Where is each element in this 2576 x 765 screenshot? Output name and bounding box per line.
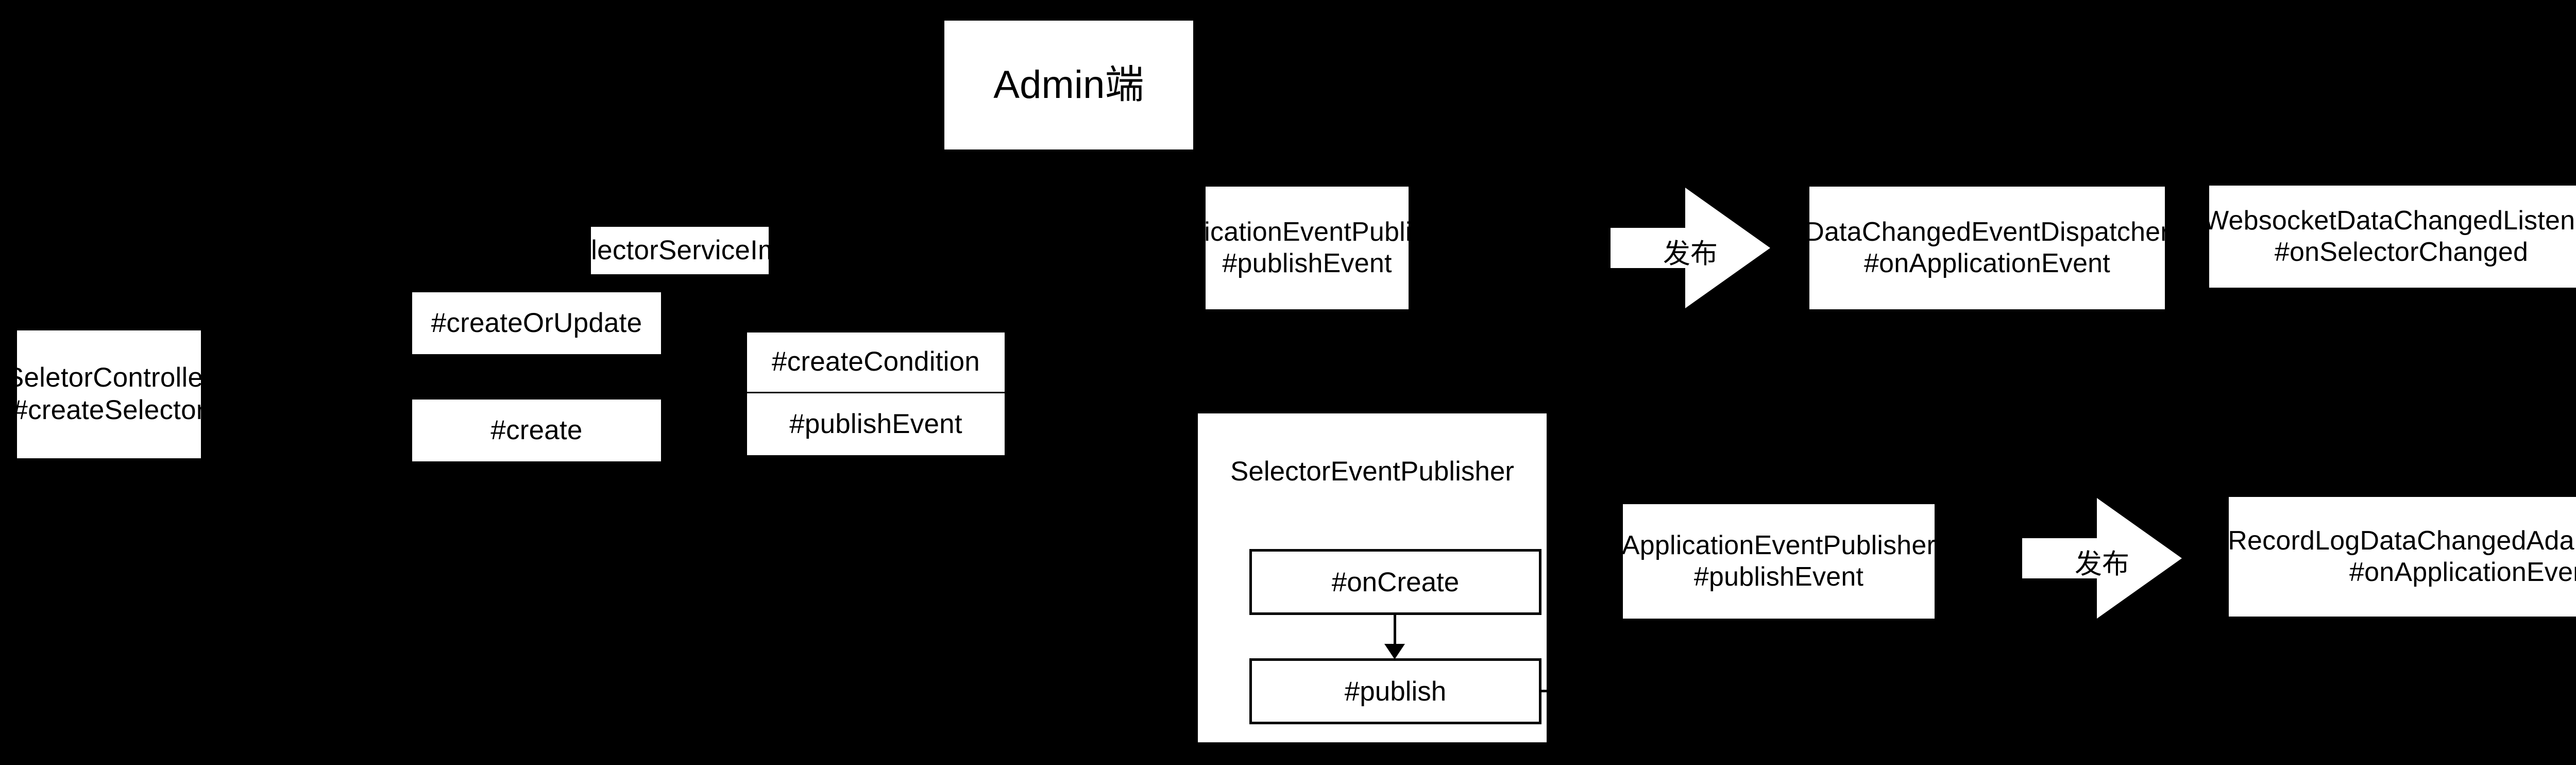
node-create: #create [412, 400, 661, 461]
node-on-create: #onCreate [1249, 549, 1541, 615]
node-record-log-data-changed-adapter-listener: RecordLogDataChangedAdapterListener #onA… [2228, 497, 2576, 617]
node-create-condition-label: #createCondition [772, 346, 980, 377]
node-publish: #publish [1249, 658, 1541, 724]
node-publish-event-service: #publishEvent [747, 393, 1005, 455]
node-create-condition: #createCondition [747, 332, 1005, 393]
publish-arrow-bottom-icon [2022, 498, 2182, 619]
node-selector-service-impl-label: SelectorServiceImpl [557, 235, 803, 265]
node-publish-label: #publish [1344, 676, 1447, 707]
node-create-label: #create [490, 414, 583, 445]
node-selector-service-impl: SelectorServiceImpl [557, 227, 802, 274]
node-application-event-publisher-bottom-class: ApplicationEventPublisher [1621, 530, 1936, 560]
node-application-event-publisher-top-method: #publishEvent [1222, 248, 1392, 278]
group-selector-event-publisher-title: SelectorEventPublisher [1230, 456, 1514, 487]
node-data-changed-event-dispatcher-class: DataChangedEventDispatcher [1805, 217, 2170, 247]
page-title: Admin端 [993, 63, 1144, 107]
node-websocket-data-changed-listener-class: WebsocketDataChangedListener [2204, 205, 2576, 236]
node-application-event-publisher-top: ApplicationEventPublisher #publishEvent [1150, 187, 1464, 309]
publish-arrow-top-icon [1611, 188, 1770, 308]
diagram-title-box: Admin端 [944, 21, 1193, 149]
node-record-log-data-changed-adapter-listener-class: RecordLogDataChangedAdapterListener [2228, 525, 2576, 556]
publish-arrow-top-label: 发布 [1663, 239, 1718, 269]
node-publish-event-service-label: #publishEvent [789, 408, 962, 439]
node-on-create-label: #onCreate [1331, 567, 1460, 597]
node-websocket-data-changed-listener: WebsocketDataChangedListener #onSelector… [2204, 186, 2576, 288]
node-create-or-update-label: #createOrUpdate [431, 307, 642, 338]
node-application-event-publisher-bottom-method: #publishEvent [1693, 562, 1864, 592]
connector-publish-outbound [1539, 690, 1547, 692]
node-seletor-controller-method: #createSelector [12, 395, 206, 425]
node-data-changed-event-dispatcher: DataChangedEventDispatcher #onApplicatio… [1805, 187, 2170, 309]
node-websocket-data-changed-listener-method: #onSelectorChanged [2274, 237, 2529, 267]
publish-arrow-bottom-label: 发布 [2075, 549, 2129, 579]
node-data-changed-event-dispatcher-method: #onApplicationEvent [1864, 248, 2110, 278]
node-application-event-publisher-bottom: ApplicationEventPublisher #publishEvent [1621, 504, 1936, 619]
node-seletor-controller: SeletorController #createSelector [6, 330, 212, 458]
arrowhead-down-icon [1384, 644, 1405, 659]
group-selector-event-publisher: SelectorEventPublisher #onCreate #publis… [1198, 413, 1547, 742]
node-create-or-update: #createOrUpdate [412, 292, 661, 354]
node-seletor-controller-class: SeletorController [5, 362, 213, 393]
node-application-event-publisher-top-class: ApplicationEventPublisher [1150, 217, 1464, 247]
connector-on-create-to-publish [1394, 615, 1396, 647]
node-record-log-data-changed-adapter-listener-method: #onApplicationEvent [2349, 557, 2576, 587]
